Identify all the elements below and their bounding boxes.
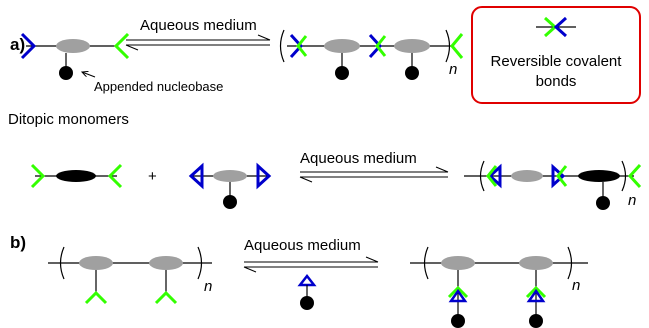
panel-b-tag: b) (10, 233, 26, 252)
repeat-subscript-a: n (449, 61, 457, 78)
green-end-right (113, 32, 130, 60)
equilibrium-arrow-mid (299, 166, 449, 183)
arrow-label-bottom: Aqueous medium (244, 237, 361, 254)
legend-line2: bonds (536, 73, 577, 90)
repeat-subscript-mid: n (628, 192, 636, 209)
polymer-b-left (48, 246, 212, 305)
grey-core (56, 39, 90, 53)
arrow-label-mid: Aqueous medium (300, 150, 417, 167)
polymer-b-right (410, 246, 588, 328)
ditopic-monomer-a (20, 32, 130, 80)
repeat-subscript-b-right: n (572, 277, 580, 294)
polymer-a (279, 29, 464, 80)
ditopic-monomer-black (30, 163, 123, 189)
nucleobase-dot (59, 66, 73, 80)
copolymer (464, 160, 642, 210)
nucleobase-reagent (297, 273, 317, 310)
arrow-label-top: Aqueous medium (140, 17, 257, 34)
blue-end-left (20, 32, 37, 60)
ditopic-monomer-b (188, 162, 272, 209)
annotation-text: Appended nucleobase (94, 79, 223, 94)
legend-line1: Reversible covalent (491, 53, 623, 70)
legend-box: Reversible covalent bonds (471, 6, 641, 104)
panel-a-tag: a) (10, 35, 25, 54)
equilibrium-arrow-top (125, 34, 271, 51)
annotation-arrow (82, 72, 96, 78)
caption-ditopic: Ditopic monomers (8, 111, 129, 128)
repeat-subscript-b-left: n (204, 278, 212, 295)
plus-sign: + (148, 168, 157, 185)
equilibrium-arrow-bottom (243, 256, 379, 273)
